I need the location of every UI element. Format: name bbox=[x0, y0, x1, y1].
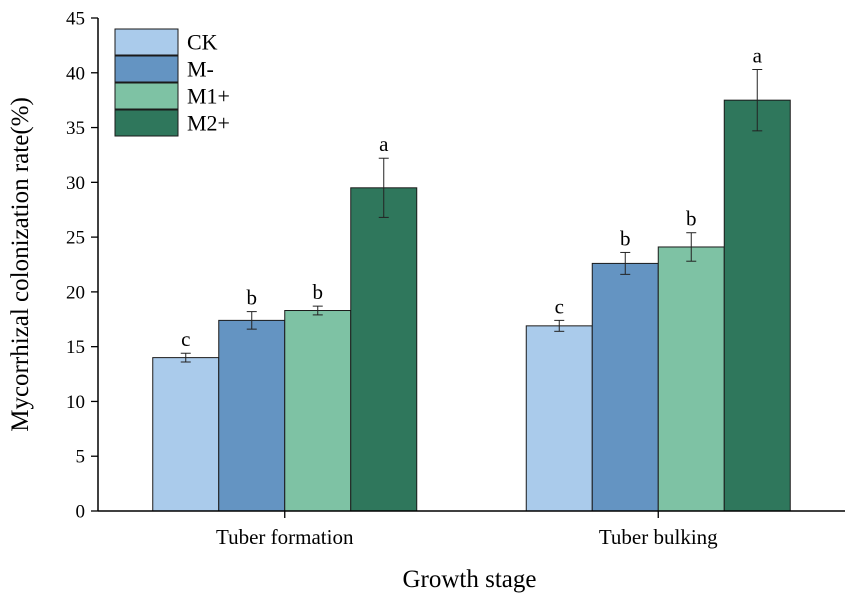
y-tick-label: 0 bbox=[76, 502, 86, 523]
significance-label: a bbox=[379, 132, 389, 156]
legend-label: M1+ bbox=[187, 84, 230, 109]
legend-swatch bbox=[114, 55, 179, 83]
bar bbox=[657, 246, 725, 512]
significance-label: b bbox=[313, 280, 324, 304]
x-axis-title: Growth stage bbox=[403, 566, 537, 593]
significance-labels-group: c b b a c b b a bbox=[181, 43, 763, 351]
y-tick-label: 25 bbox=[66, 228, 85, 249]
bar bbox=[591, 262, 659, 512]
significance-label: b bbox=[620, 226, 631, 250]
y-tick-label: 15 bbox=[66, 337, 85, 358]
axes-group bbox=[97, 18, 845, 518]
x-tick-label: Tuber formation bbox=[216, 525, 354, 549]
y-axis-title: Mycorrhizal colonization rate(%) bbox=[7, 97, 34, 432]
y-ticks-group: 0 5 10 15 20 25 30 35 40 45 bbox=[66, 9, 98, 523]
significance-label: a bbox=[753, 43, 763, 67]
legend: CKM-M1+M2+ bbox=[114, 28, 230, 137]
significance-label: b bbox=[247, 286, 258, 310]
significance-label: c bbox=[555, 294, 564, 318]
legend-swatch bbox=[114, 82, 179, 110]
y-tick-label: 20 bbox=[66, 282, 85, 303]
significance-label: b bbox=[686, 207, 697, 231]
bar bbox=[723, 99, 791, 512]
bar bbox=[350, 187, 418, 512]
error-bars-group bbox=[180, 68, 763, 363]
y-tick-label: 30 bbox=[66, 173, 85, 194]
y-tick-label: 10 bbox=[66, 392, 85, 413]
bars-group bbox=[152, 99, 791, 512]
x-categories-group: Tuber formation Tuber bulking bbox=[216, 525, 718, 549]
x-tick-label: Tuber bulking bbox=[599, 525, 718, 549]
bar bbox=[218, 319, 286, 512]
legend-label: M- bbox=[187, 57, 214, 82]
legend-swatch bbox=[114, 28, 179, 56]
legend-label: CK bbox=[187, 30, 218, 55]
bar bbox=[284, 310, 352, 512]
bar bbox=[152, 357, 220, 512]
legend-label: M2+ bbox=[187, 111, 230, 136]
y-tick-label: 40 bbox=[66, 63, 85, 84]
y-tick-label: 5 bbox=[76, 447, 86, 468]
y-tick-label: 35 bbox=[66, 118, 85, 139]
significance-label: c bbox=[181, 327, 190, 351]
bar bbox=[525, 325, 593, 512]
legend-swatch bbox=[114, 109, 179, 137]
y-tick-label: 45 bbox=[66, 9, 85, 30]
